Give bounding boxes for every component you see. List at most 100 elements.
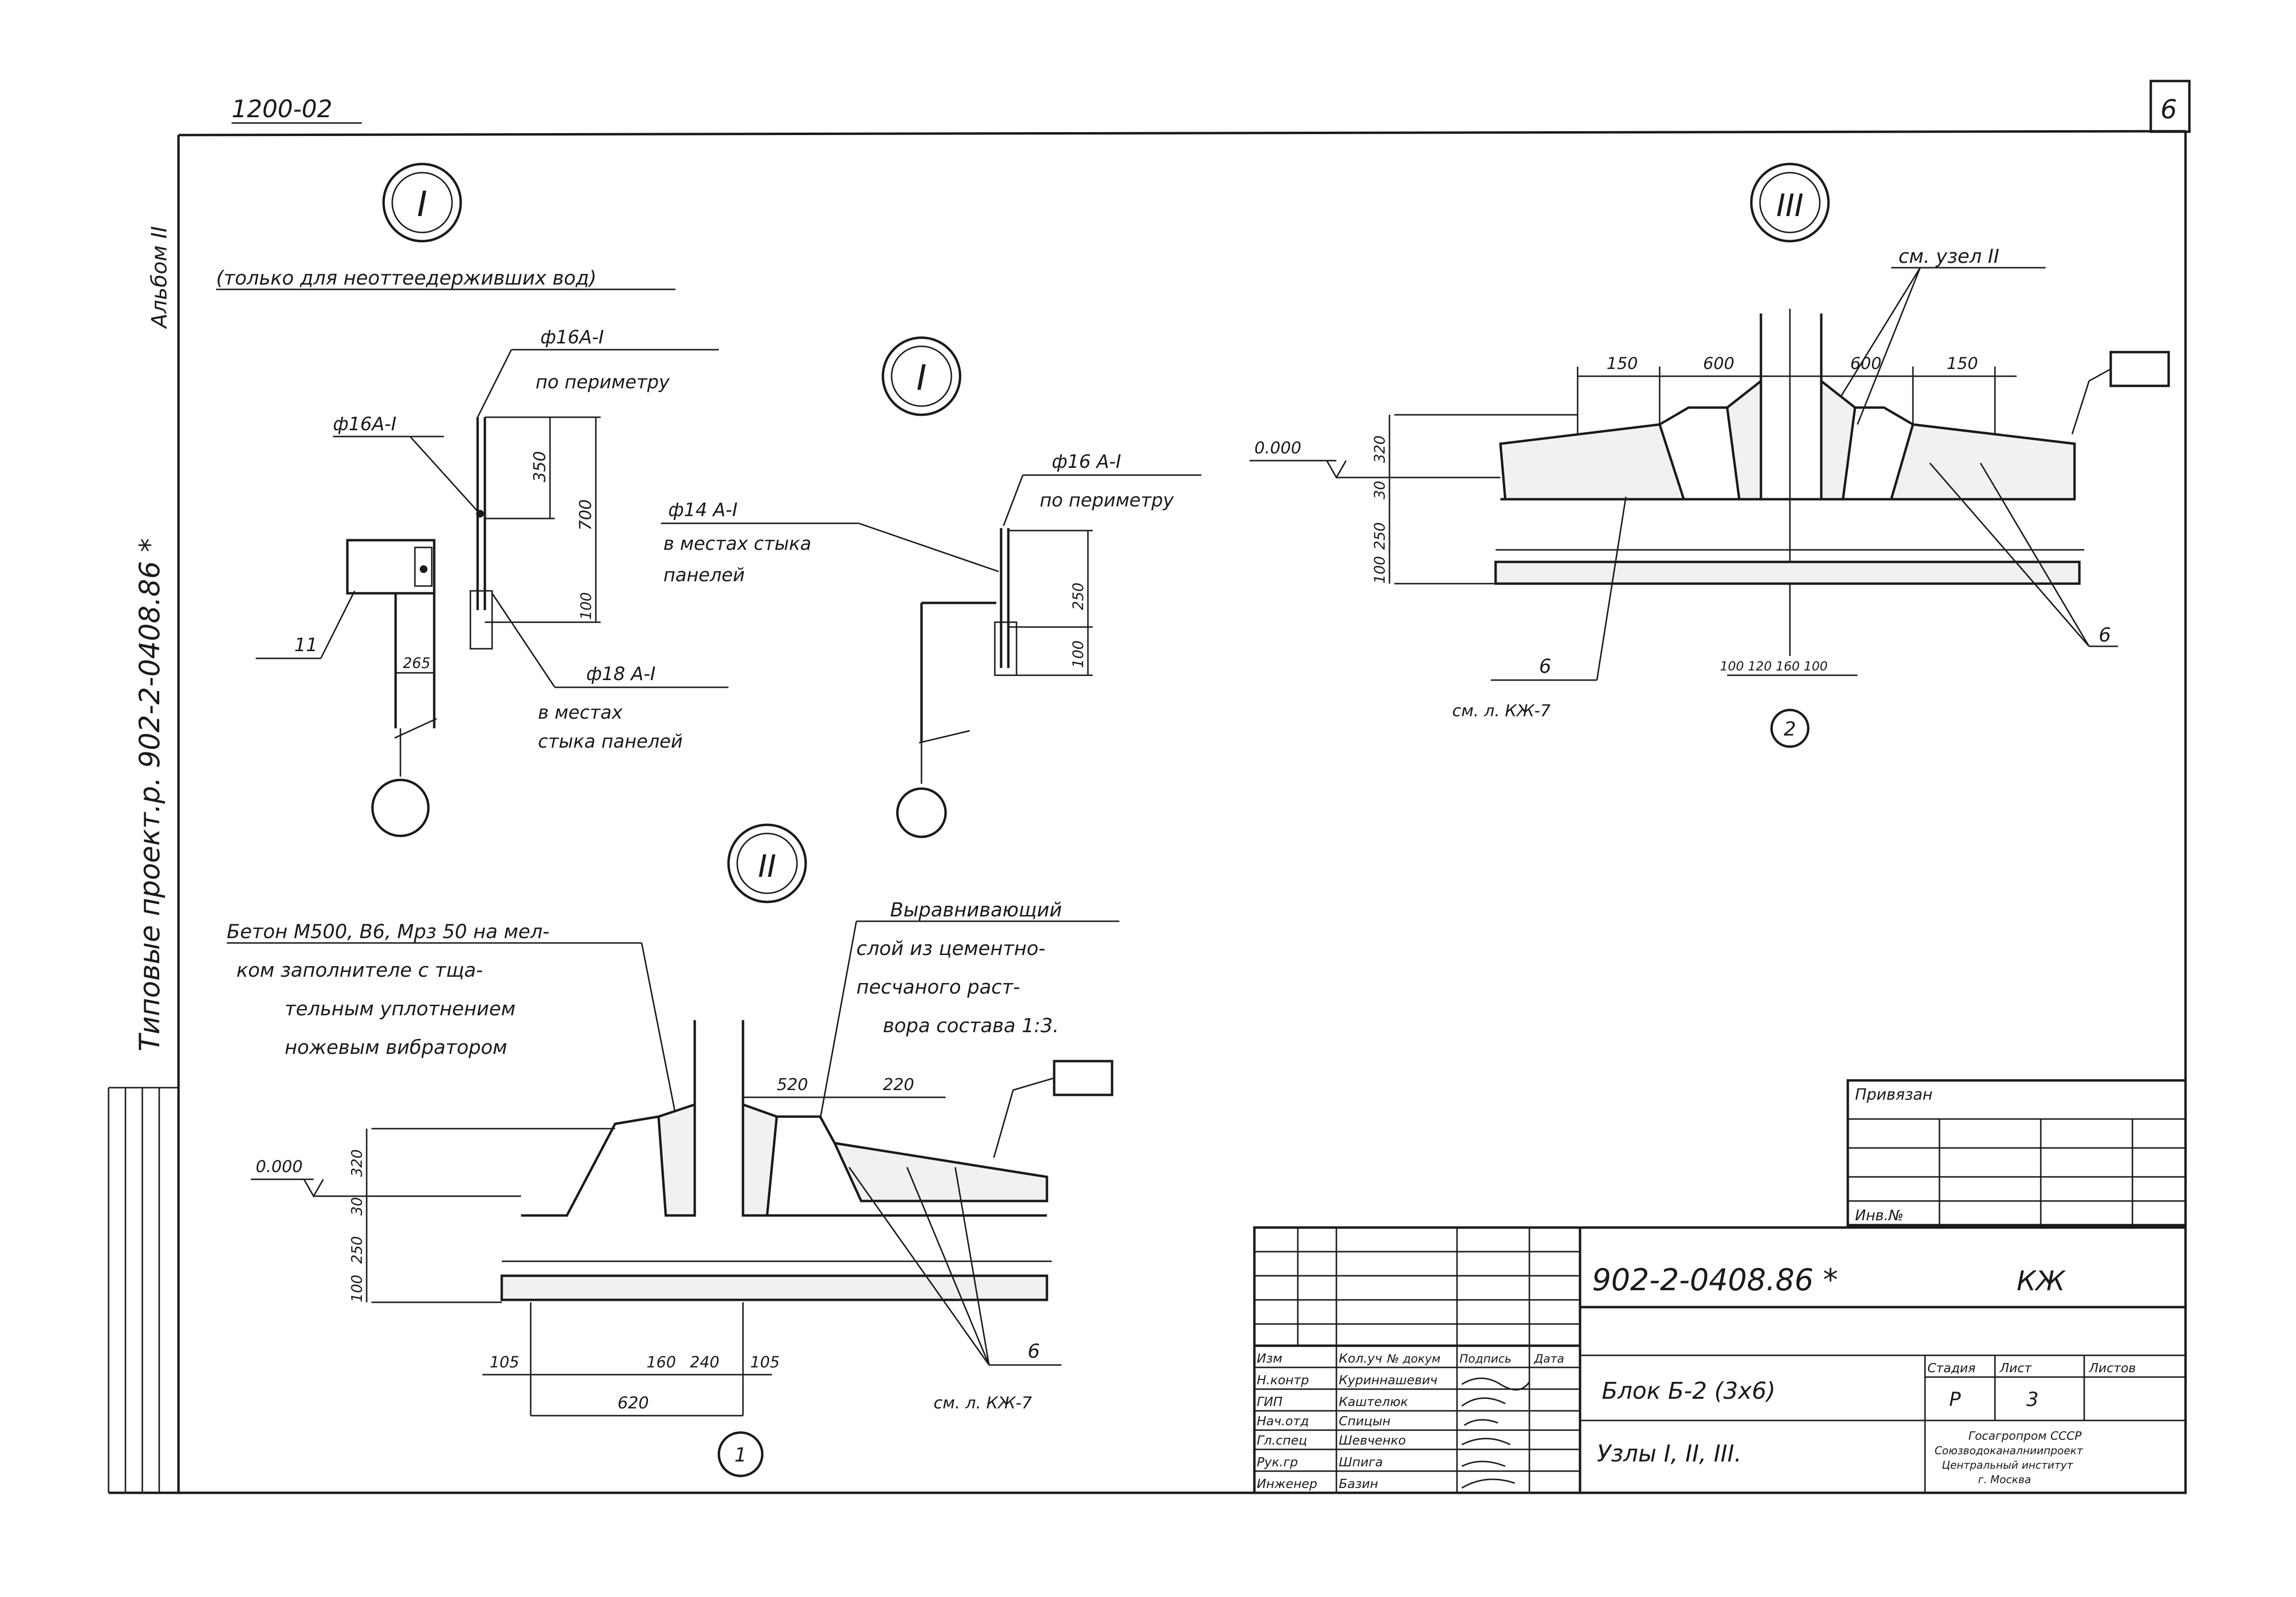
dim-100: 100 <box>578 592 595 620</box>
lbl-panels-2: стыка панелей <box>538 731 683 752</box>
node2-layer-2: слой из цементно- <box>856 938 1045 960</box>
name-2: Каштелюк <box>1339 1395 1408 1409</box>
code-top: 1200-02 <box>232 95 332 123</box>
role-5: Рук.гр <box>1257 1455 1298 1470</box>
signatures <box>1461 1378 1530 1489</box>
dim-100b: 100 <box>1070 641 1087 668</box>
lbl-perimeter-mid: по периметру <box>1040 490 1174 511</box>
name-5: Шпига <box>1339 1455 1383 1470</box>
dim-265: 265 <box>403 655 430 672</box>
stage-value: Р <box>1949 1389 1961 1411</box>
name-1: Куриннашевич <box>1339 1373 1438 1388</box>
dim-105a: 105 <box>490 1353 519 1371</box>
node-1b-mark: I <box>916 357 926 398</box>
dim-100-2: 100 <box>349 1275 366 1302</box>
level-2: 0.000 <box>256 1157 302 1176</box>
small-dims: 100 120 160 100 <box>1720 659 1828 674</box>
sheets-hdr: Листов <box>2089 1361 2136 1376</box>
role-4: Гл.спец <box>1257 1433 1307 1448</box>
hdr-sign: Подпись <box>1459 1352 1512 1365</box>
node2-note-4: ножевым вибратором <box>285 1037 507 1059</box>
dim-320: 320 <box>1372 436 1389 463</box>
dim-105b: 105 <box>750 1353 780 1371</box>
mark-6a: 6 <box>1539 655 1551 678</box>
sheet-hdr: Лист <box>1999 1361 2032 1376</box>
ref-sheet-2: см. л. КЖ-7 <box>934 1393 1032 1413</box>
dim-250-3: 250 <box>1372 522 1389 550</box>
lbl-phi18: ф18 А-I <box>586 663 656 684</box>
lbl-11: 11 <box>294 634 317 655</box>
mark-6b: 6 <box>2099 624 2111 646</box>
doc-code: 902-2-0408.86 * <box>1592 1262 1838 1297</box>
lbl-phi14: ф14 А-I <box>668 499 738 520</box>
dim-620: 620 <box>618 1393 649 1413</box>
lbl-panels-1: в местах <box>538 702 623 723</box>
node2-note-2: ком заполнителе с тща- <box>236 959 483 982</box>
dim-600b: 600 <box>1850 354 1882 373</box>
dim-350: 350 <box>530 451 550 482</box>
dim-150b: 150 <box>1947 354 1978 373</box>
name-0: Кол.уч <box>1339 1351 1382 1366</box>
name-3: Спицын <box>1339 1414 1390 1429</box>
node2-layer-1: Выравнивающий <box>890 899 1062 921</box>
dim-160: 160 <box>646 1353 676 1371</box>
org-1: Госагропром СССР <box>1968 1429 2082 1443</box>
node-3-ref: см. узел II <box>1898 246 1999 268</box>
axis-2: 2 <box>1784 718 1796 740</box>
dim-600a: 600 <box>1703 354 1734 373</box>
inv-no: Инв.№ <box>1855 1207 1903 1224</box>
role-3: Нач.отд <box>1257 1414 1309 1429</box>
name-4: Шевченко <box>1339 1433 1406 1448</box>
dim-100-3: 100 <box>1372 556 1389 584</box>
node2-note-3: тельным уплотнением <box>285 998 516 1020</box>
org-3: Центральный институт <box>1942 1460 2074 1472</box>
node-2-mark: II <box>758 849 776 885</box>
lbl-phi16-b: ф16А-I <box>333 413 397 435</box>
title-block: Привязан Инв.№ 902-2-0408.86 * КЖ Изм Н.… <box>1253 1079 2187 1494</box>
lbl-phi16-mid: ф16 А-I <box>1052 451 1121 472</box>
dim-240: 240 <box>690 1353 719 1371</box>
lbl-perimeter: по периметру <box>536 371 670 393</box>
sheet-value: 3 <box>2026 1389 2038 1411</box>
dim-30-2: 30 <box>349 1197 366 1215</box>
lbl-joint-2: панелей <box>663 564 745 586</box>
mark-6-2: 6 <box>1028 1340 1040 1363</box>
node-3-mark: III <box>1776 188 1804 224</box>
name-6: Базин <box>1339 1477 1378 1491</box>
sheet-number: 6 <box>2160 94 2177 124</box>
role-1: Н.контр <box>1257 1373 1309 1388</box>
dim-700: 700 <box>576 499 595 531</box>
dim-220: 220 <box>883 1075 914 1094</box>
ref-sheet-3: см. л. КЖ-7 <box>1452 701 1551 721</box>
title-2: Узлы I, II, III. <box>1597 1440 1742 1467</box>
node2-layer-3: песчаного раст- <box>856 976 1020 998</box>
role-2: ГИП <box>1257 1395 1283 1409</box>
sheet-number-box <box>2149 80 2191 133</box>
axis-1: 1 <box>734 1444 746 1466</box>
role-6: Инженер <box>1257 1477 1317 1491</box>
node-3: III см. узел II 150 600 600 150 320 <box>1250 163 2170 748</box>
node2-layer-4: вора состава 1:3. <box>883 1015 1059 1037</box>
dim-150a: 150 <box>1607 354 1638 373</box>
role-0: Изм <box>1257 1351 1282 1366</box>
doc-mark: КЖ <box>2017 1266 2066 1297</box>
dim-30: 30 <box>1372 481 1389 499</box>
dim-250: 250 <box>1070 583 1087 610</box>
stage-hdr: Стадия <box>1927 1361 1976 1376</box>
org-4: г. Москва <box>1978 1474 2031 1486</box>
node-2: II Бетон М500, В6, Мрз 50 на мел- ком за… <box>227 823 1119 1477</box>
privyazan: Привязан <box>1855 1085 1933 1104</box>
node-1-left: I (только для неоттеедерживших вод) 350 … <box>216 163 729 837</box>
node-1-middle: I 250 100 ф16 А-I по периметру ф14 А-I в… <box>661 336 1201 838</box>
side-title: Типовые проект.р. 902-2-0408.86 * <box>133 538 166 1051</box>
hdr-no-doc: № докум <box>1386 1352 1441 1365</box>
dim-250-2: 250 <box>349 1236 366 1264</box>
hdr-date: Дата <box>1534 1352 1564 1365</box>
node-1-mark: I <box>417 184 427 224</box>
node2-note-1: Бетон М500, В6, Мрз 50 на мел- <box>227 921 550 943</box>
node-1-note: (только для неоттеедерживших вод) <box>216 267 596 289</box>
dim-520: 520 <box>777 1075 808 1094</box>
title-1: Блок Б-2 (3х6) <box>1602 1378 1775 1405</box>
album-label: Альбом II <box>147 226 172 329</box>
